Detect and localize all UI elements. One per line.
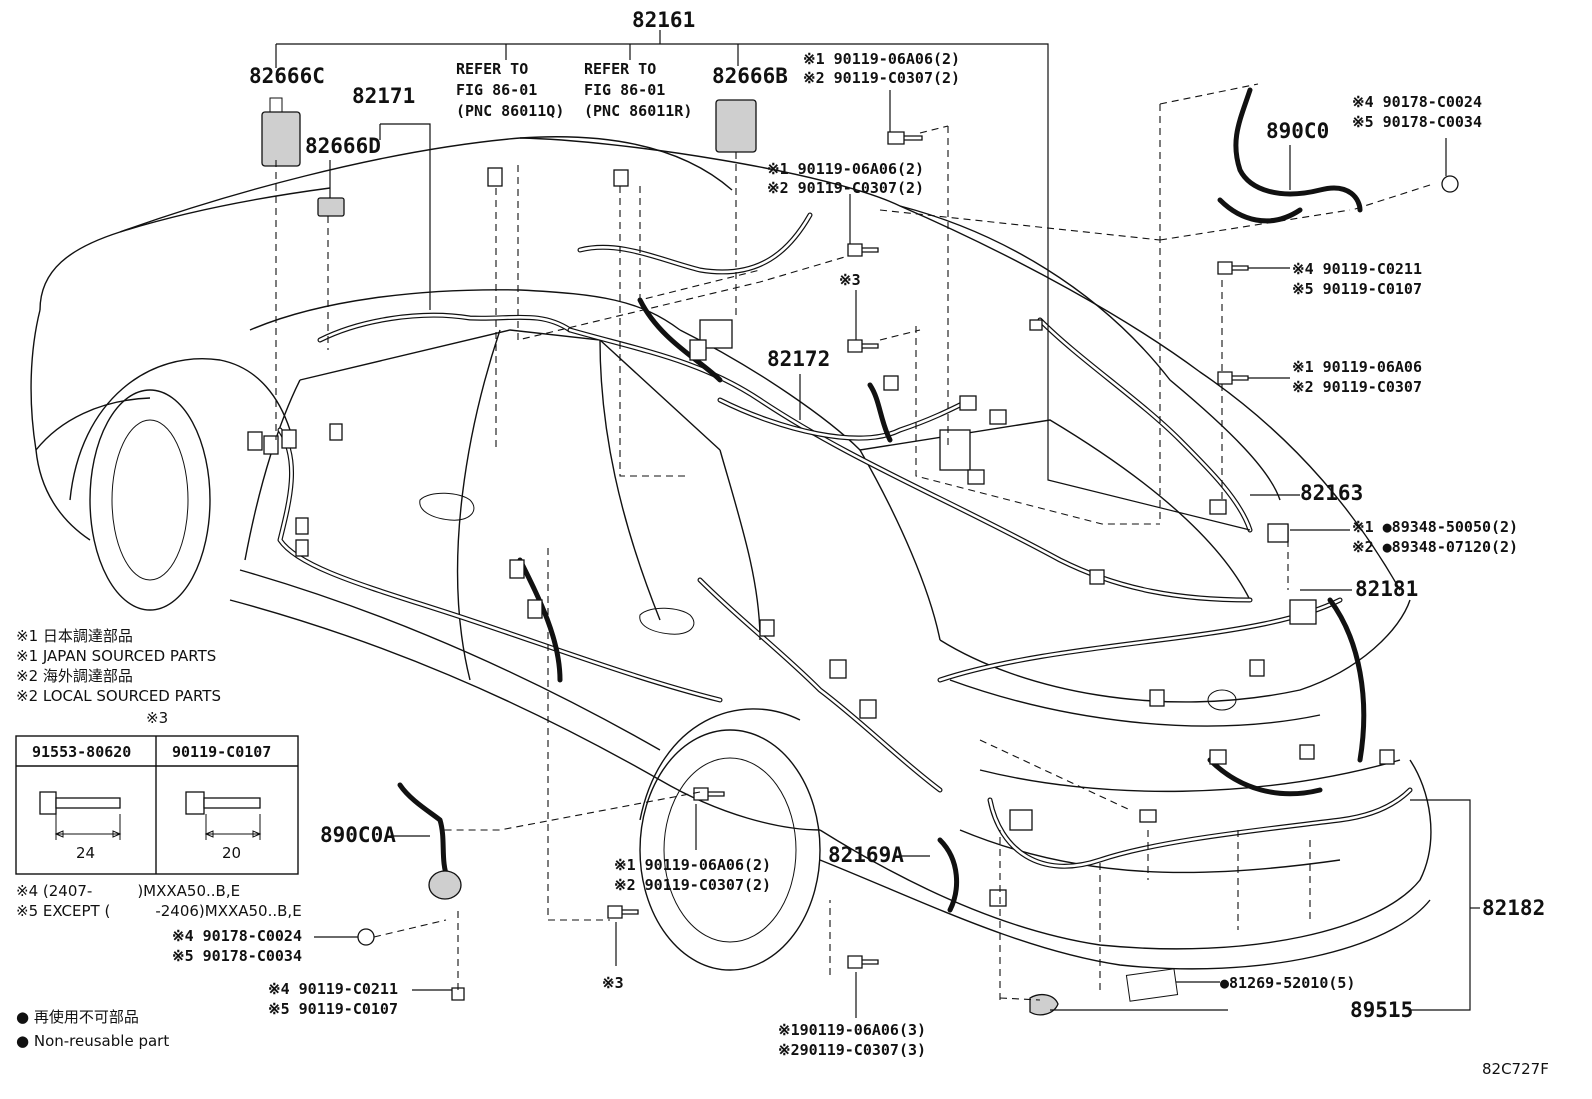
sensor-890C0 <box>1217 87 1363 224</box>
refer-to-left: REFER TO FIG 86-01 (PNC 86011Q) <box>456 60 564 120</box>
bolt-rmid-1: ※1 90119-06A06 <box>1292 358 1422 376</box>
connectors <box>247 319 1395 907</box>
module-82666C <box>261 97 301 167</box>
refer-right-line-2: FIG 86-01 <box>584 81 665 99</box>
bolt-right-2: ※5 90119-C0107 <box>1292 280 1422 298</box>
label-82666B: 82666B <box>712 64 788 88</box>
label-82163: 82163 <box>1300 481 1363 505</box>
table-col2: 90119-C0107 <box>172 743 271 761</box>
label-82666C: 82666C <box>249 64 325 88</box>
module-82666D <box>317 197 345 217</box>
note-non-reusable-en: ● Non-reusable part <box>16 1032 169 1050</box>
clip-right-2: ※2 ●89348-07120(2) <box>1352 538 1518 556</box>
part-labels: 82161 82666C 82171 82666D 82666B 890C0 8… <box>249 8 1545 1022</box>
refer-to-right: REFER TO FIG 86-01 (PNC 86011R) <box>584 60 692 120</box>
refer-right-line-3: (PNC 86011R) <box>584 102 692 120</box>
flange-bolt-icon <box>39 791 122 840</box>
bolt-mid-2: ※2 90119-C0307(2) <box>767 179 924 197</box>
leader-lines <box>275 30 1480 1018</box>
nut-sensor-2: ※5 90178-C0034 <box>172 947 302 965</box>
bolt-rmid-2: ※2 90119-C0307 <box>1292 378 1422 396</box>
label-part-81269: ●81269-52010(5) <box>1220 974 1355 992</box>
bolt-bottom-2: ※290119-C0307(3) <box>778 1041 926 1059</box>
nut-right-1: ※4 90178-C0024 <box>1352 93 1482 111</box>
diagram-id: 82C727F <box>1482 1060 1549 1078</box>
dashed-guide-lines <box>275 83 1431 1001</box>
table-dim2: 20 <box>222 844 241 862</box>
bolt-front-2: ※2 90119-C0307(2) <box>614 876 771 894</box>
note-4-code: ※4 (2407- )MXXA50..B,E <box>16 882 240 900</box>
wire-harness-82182 <box>987 757 1413 869</box>
bolt-right-1: ※4 90119-C0211 <box>1292 260 1422 278</box>
note-star3: ※3 <box>146 709 168 727</box>
bolt-top-1: ※1 90119-06A06(2) <box>803 50 960 68</box>
bolt-sensor-2: ※5 90119-C0107 <box>268 1000 398 1018</box>
note-1: ※1 日本調達部品 <box>16 627 133 645</box>
wire-harness-82169a <box>937 837 960 913</box>
hex-bolt-icon <box>185 791 262 840</box>
label-890C0: 890C0 <box>1266 119 1329 143</box>
bolt-bottom-1: ※190119-06A06(3) <box>778 1021 926 1039</box>
refer-left-line-1: REFER TO <box>456 60 528 78</box>
note-non-reusable-jp: ● 再使用不可部品 <box>16 1008 139 1026</box>
bolt-star3-a: ※3 <box>839 271 861 289</box>
ref-connector-right <box>613 169 629 187</box>
bolt-icons <box>357 131 1459 1016</box>
nut-right-2: ※5 90178-C0034 <box>1352 113 1482 131</box>
note-2: ※1 JAPAN SOURCED PARTS <box>16 647 216 665</box>
fastener-labels: ※1 90119-06A06(2) ※2 90119-C0307(2) ※1 9… <box>172 50 1518 1059</box>
label-89515: 89515 <box>1350 998 1413 1022</box>
bolt-mid-1: ※1 90119-06A06(2) <box>767 160 924 178</box>
wire-harness-side <box>277 427 943 793</box>
note-3: ※2 海外調達部品 <box>16 667 133 685</box>
label-82182: 82182 <box>1482 896 1545 920</box>
legend-notes: ※1 日本調達部品 ※1 JAPAN SOURCED PARTS ※2 海外調達… <box>16 627 302 1050</box>
nut-sensor-1: ※4 90178-C0024 <box>172 927 302 945</box>
note-5-code: ※5 EXCEPT ( -2406)MXXA50..B,E <box>16 902 302 920</box>
table-col1: 91553-80620 <box>32 743 131 761</box>
refer-left-line-3: (PNC 86011Q) <box>456 102 564 120</box>
refer-left-line-2: FIG 86-01 <box>456 81 537 99</box>
label-82169A: 82169A <box>828 843 904 867</box>
wire-harness-82172 <box>717 382 973 443</box>
refer-right-line-1: REFER TO <box>584 60 656 78</box>
ref-connector-left <box>487 167 503 187</box>
car-body-outline <box>30 136 1432 1002</box>
label-82181: 82181 <box>1355 577 1418 601</box>
note-4: ※2 LOCAL SOURCED PARTS <box>16 687 221 705</box>
label-82172: 82172 <box>767 347 830 371</box>
wire-harness-82171 <box>317 312 573 343</box>
sensor-890C0A <box>397 782 462 900</box>
bolt-star3-b: ※3 <box>602 974 624 992</box>
clip-right-1: ※1 ●89348-50050(2) <box>1352 518 1518 536</box>
bolt-spec-table: 91553-80620 90119-C0107 24 20 <box>15 735 299 875</box>
wire-harness-82161 <box>567 212 1253 603</box>
label-890C0A: 890C0A <box>320 823 396 847</box>
bolt-sensor-1: ※4 90119-C0211 <box>268 980 398 998</box>
bolt-top-2: ※2 90119-C0307(2) <box>803 69 960 87</box>
label-82666D: 82666D <box>305 134 381 158</box>
module-82666B <box>715 99 757 153</box>
bolt-front-1: ※1 90119-06A06(2) <box>614 856 771 874</box>
label-82161: 82161 <box>632 8 695 32</box>
label-82171: 82171 <box>352 84 415 108</box>
table-dim1: 24 <box>76 844 95 862</box>
